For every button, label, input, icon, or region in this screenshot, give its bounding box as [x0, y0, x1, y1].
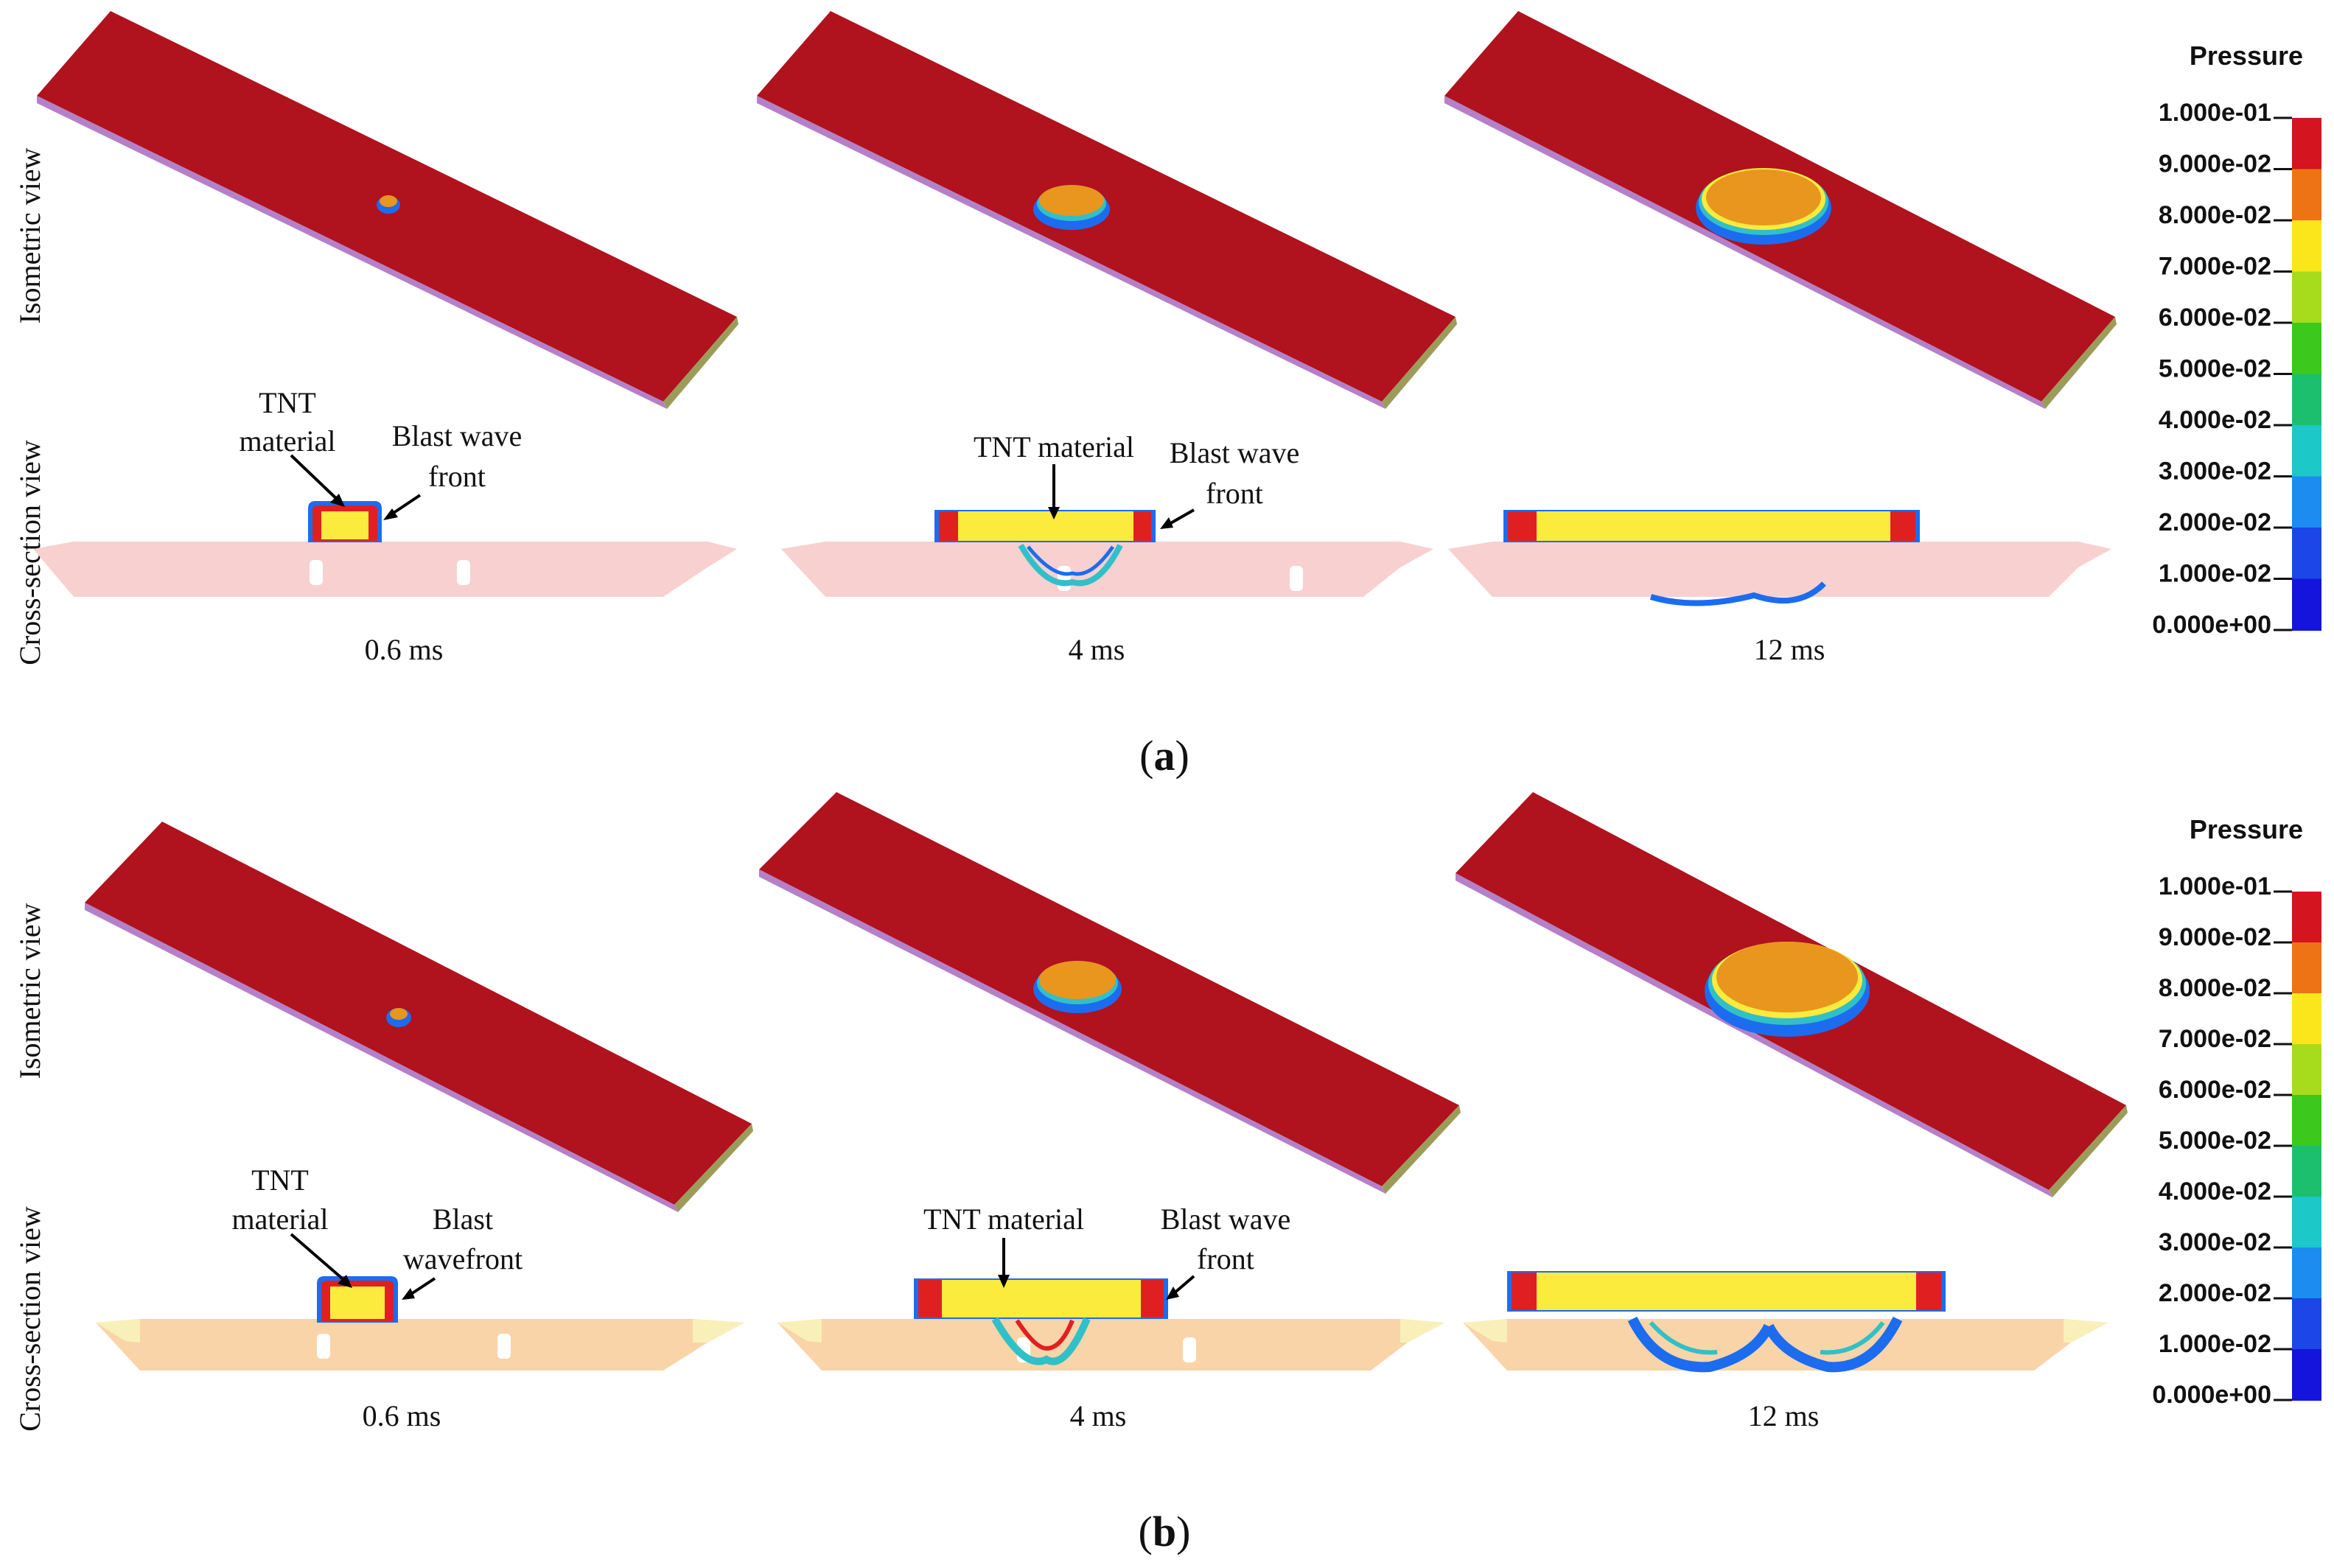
colorbar-tick-label: 6.000e-02 — [2159, 304, 2271, 332]
colorbar-segment — [2292, 374, 2321, 426]
colorbar-segment — [2292, 1095, 2321, 1147]
colorbar-tick-label: 5.000e-02 — [2159, 355, 2271, 383]
colorbar-segment — [2292, 578, 2321, 631]
legend-b: Pressure 1.000e-01 9.000e-02 8.000e-02 7.00… — [2152, 814, 2321, 1409]
colorbar-tick-label: 7.000e-02 — [2159, 1025, 2271, 1053]
isometric-plate-b-0.6ms — [85, 822, 753, 1212]
colorbar-tick-label: 1.000e-02 — [2159, 560, 2271, 588]
anno-b-t0-blast-2: wavefront — [403, 1242, 523, 1275]
colorbar-segment — [2292, 323, 2321, 375]
anno-b-t1-blast-2: front — [1197, 1242, 1254, 1275]
colorbar-tick-label: 6.000e-02 — [2159, 1076, 2271, 1104]
anno-a-t0-tnt-1: TNT — [259, 386, 316, 419]
colorbar-segment — [2292, 1349, 2321, 1401]
colorbar-tick-label: 4.000e-02 — [2159, 406, 2271, 434]
isometric-plate-a-4ms — [757, 11, 1457, 409]
colorbar-segment — [2292, 993, 2321, 1045]
colorbar-tick-label: 0.000e+00 — [2152, 1381, 2271, 1409]
colorbar-tick-label: 0.000e+00 — [2152, 611, 2271, 639]
colorbar-segment — [2292, 271, 2321, 323]
caption-a: (a) — [1139, 732, 1189, 780]
anno-a-t1-blast-2: front — [1206, 477, 1263, 510]
time-label-a-0: 0.6 ms — [365, 633, 444, 666]
legend-title-b: Pressure — [2190, 814, 2303, 844]
cross-section-b-12ms — [1463, 1271, 2108, 1373]
cross-section-b-4ms — [778, 1278, 1444, 1371]
colorbar-tick-label: 1.000e-01 — [2159, 872, 2271, 900]
colorbar-segment — [2292, 1044, 2321, 1096]
annotations-a: TNT material Blast wave front TNT materi… — [239, 386, 1299, 529]
isometric-plate-a-12ms — [1444, 11, 2117, 409]
caption-b: (b) — [1139, 1508, 1191, 1555]
colorbar-tick-label: 2.000e-02 — [2159, 508, 2271, 536]
anno-b-t1-blast-1: Blast wave — [1161, 1203, 1291, 1236]
colorbar-segment — [2292, 118, 2321, 170]
colorbar-segment — [2292, 892, 2321, 943]
legend-a: Pressure 1.000e-01 9.000e-02 8.000e-02 7.00… — [2152, 41, 2321, 639]
row-label-isometric-a: Isometric view — [13, 147, 46, 323]
colorbar-tick-label: 8.000e-02 — [2159, 974, 2271, 1002]
anno-b-t0-tnt-2: material — [231, 1203, 328, 1236]
anno-b-t0-blast-1: Blast — [433, 1203, 493, 1236]
colorbar-segment — [2292, 425, 2321, 477]
colorbar-tick-label: 3.000e-02 — [2159, 1228, 2271, 1256]
colorbar-tick-label: 9.000e-02 — [2159, 923, 2271, 951]
anno-a-t1-blast-1: Blast wave — [1170, 436, 1300, 469]
colorbar-segment — [2292, 169, 2321, 221]
isometric-plate-b-12ms — [1456, 792, 2128, 1197]
time-label-b-2: 12 ms — [1748, 1399, 1820, 1432]
colorbar-segment — [2292, 1298, 2321, 1350]
colorbar-tick-label: 9.000e-02 — [2159, 150, 2271, 178]
annotations-b: TNT material Blast wavefront TNT materia… — [231, 1163, 1290, 1300]
time-label-b-0: 0.6 ms — [363, 1399, 441, 1432]
time-label-a-1: 4 ms — [1069, 633, 1125, 666]
colorbar-tick-label: 1.000e-01 — [2159, 99, 2271, 127]
isometric-plate-a-0.6ms — [37, 11, 738, 409]
colorbar-segment — [2292, 1247, 2321, 1299]
colorbar-segment — [2292, 528, 2321, 580]
colorbar-ticks-a: 1.000e-01 9.000e-02 8.000e-02 7.000e-02 6.00… — [2152, 99, 2292, 639]
colorbar-segment — [2292, 942, 2321, 994]
row-label-isometric-b: Isometric view — [13, 903, 46, 1079]
anno-a-t0-blast-1: Blast wave — [392, 419, 523, 452]
cross-section-a-12ms — [1448, 510, 2111, 606]
cross-section-a-4ms — [781, 510, 1433, 597]
panel-a: Isometric view Cross-section view — [13, 11, 2321, 780]
colorbar-tick-label: 7.000e-02 — [2159, 253, 2271, 281]
colorbar-segment — [2292, 476, 2321, 528]
colorbar-tick-label: 5.000e-02 — [2159, 1127, 2271, 1155]
anno-b-t1-tnt: TNT material — [923, 1203, 1084, 1236]
colorbar-tick-label: 3.000e-02 — [2159, 458, 2271, 486]
colorbar-a — [2292, 118, 2321, 631]
cross-section-b-0.6ms — [96, 1276, 744, 1371]
isometric-plate-b-4ms — [759, 792, 1461, 1194]
row-label-cross-section-b: Cross-section view — [13, 1206, 46, 1432]
anno-b-t0-tnt-1: TNT — [251, 1163, 309, 1197]
colorbar-b — [2292, 892, 2321, 1401]
cross-section-a-0.6ms — [33, 501, 737, 597]
colorbar-segment — [2292, 220, 2321, 273]
colorbar-ticks-b: 1.000e-01 9.000e-02 8.000e-02 7.000e-02 6.00… — [2152, 872, 2292, 1409]
colorbar-tick-label: 1.000e-02 — [2159, 1330, 2271, 1358]
anno-a-t0-tnt-2: material — [239, 424, 335, 458]
anno-a-t1-tnt: TNT material — [974, 430, 1134, 463]
time-label-b-1: 4 ms — [1070, 1399, 1127, 1432]
legend-title-a: Pressure — [2190, 41, 2303, 71]
anno-a-t0-blast-2: front — [428, 460, 486, 493]
colorbar-tick-label: 8.000e-02 — [2159, 201, 2271, 229]
panel-b: Isometric view Cross-section view — [13, 792, 2321, 1555]
colorbar-tick-label: 4.000e-02 — [2159, 1177, 2271, 1205]
time-label-a-2: 12 ms — [1754, 633, 1825, 666]
colorbar-tick-label: 2.000e-02 — [2159, 1279, 2271, 1307]
colorbar-segment — [2292, 1197, 2321, 1248]
colorbar-segment — [2292, 1146, 2321, 1197]
